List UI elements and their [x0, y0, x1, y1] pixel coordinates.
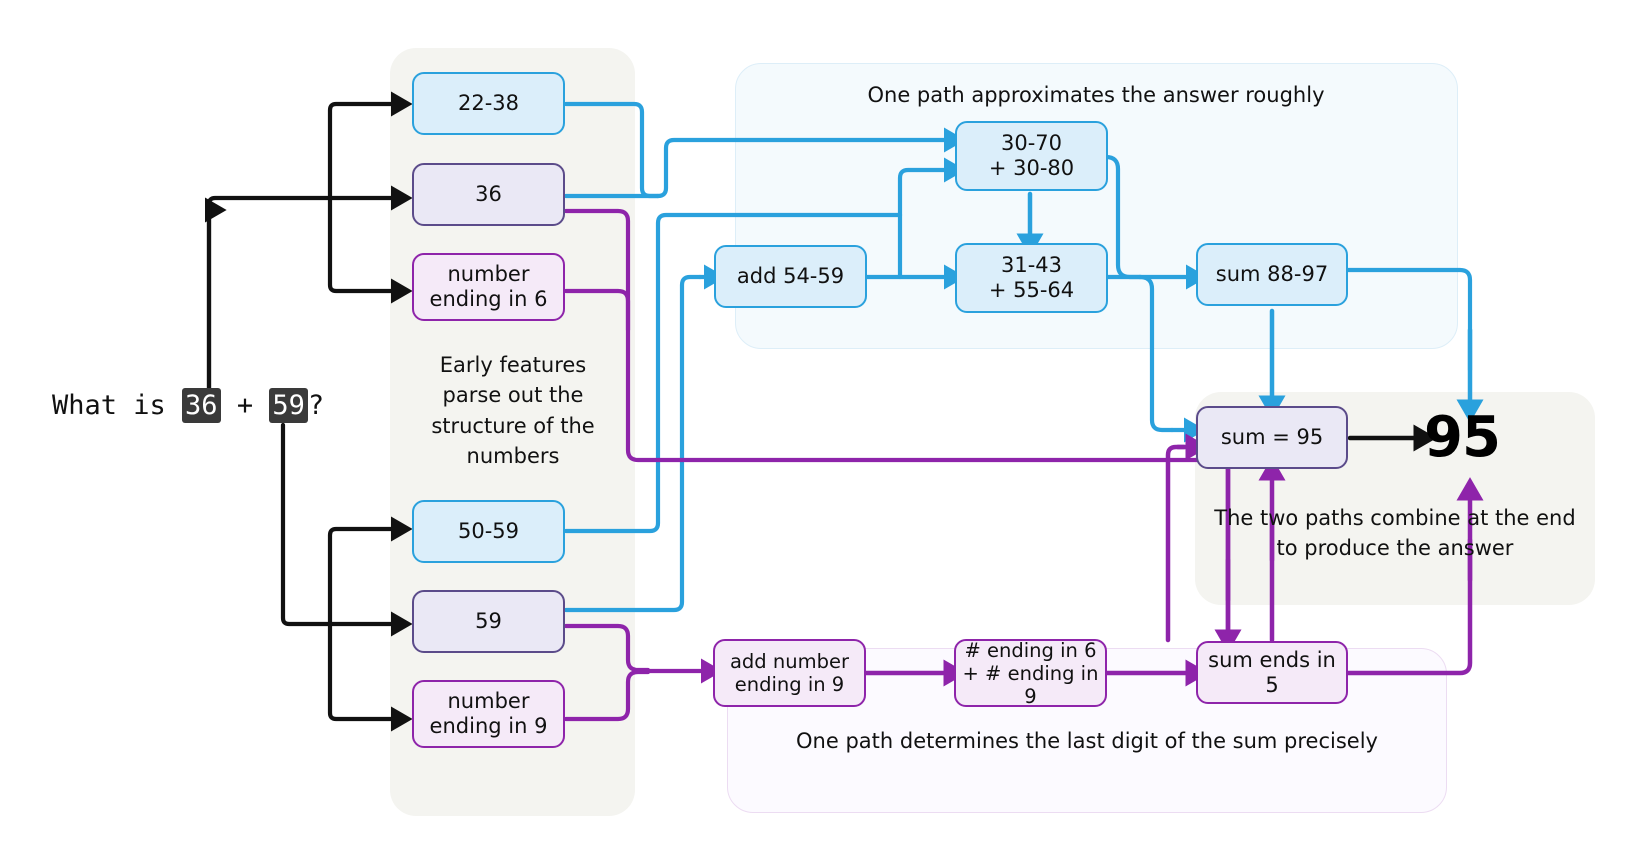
prompt-middle: +	[220, 390, 270, 421]
node-value-59[interactable]: 59	[412, 590, 565, 653]
node-value-36[interactable]: 36	[412, 163, 565, 226]
node-range-22-38[interactable]: 22-38	[412, 72, 565, 135]
node-add-54-59[interactable]: add 54-59	[714, 245, 867, 308]
caption-precise-path: One path determines the last digit of th…	[796, 729, 1378, 753]
caption-early-features: Early features parse out the structure o…	[431, 353, 595, 469]
node-sum-88-97[interactable]: sum 88-97	[1196, 243, 1348, 306]
node-label: # ending in 6 + # ending in 9	[962, 638, 1099, 708]
prompt-token-36: 36	[182, 388, 221, 423]
node-ending-6-plus-ending-9[interactable]: # ending in 6 + # ending in 9	[954, 638, 1107, 708]
caption-combine: The two paths combine at the end to prod…	[1214, 506, 1576, 561]
node-label: 30-70 + 30-80	[988, 131, 1075, 180]
node-sum-equals-95[interactable]: sum = 95	[1196, 406, 1348, 469]
node-add-number-ending-in-9[interactable]: add number ending in 9	[713, 639, 866, 707]
prompt-suffix: ?	[307, 390, 325, 421]
node-sum-ends-in-5[interactable]: sum ends in 5	[1196, 641, 1348, 704]
prompt-prefix: What is	[52, 390, 183, 421]
node-sum-31-43-plus-55-64[interactable]: 31-43 + 55-64	[955, 243, 1108, 313]
node-label: number ending in 6	[429, 262, 548, 311]
node-label: number ending in 9	[429, 689, 548, 738]
prompt-token-59: 59	[269, 388, 308, 423]
final-answer: 95	[1424, 405, 1501, 470]
node-number-ending-in-9[interactable]: number ending in 9	[412, 680, 565, 748]
caption-approximate-path: One path approximates the answer roughly	[867, 83, 1325, 107]
node-sum-30-70-plus-30-80[interactable]: 30-70 + 30-80	[955, 121, 1108, 191]
node-number-ending-in-6[interactable]: number ending in 6	[412, 253, 565, 321]
node-label: add number ending in 9	[729, 650, 849, 696]
prompt-text: What is 36 + 59?	[52, 388, 325, 423]
node-label: 31-43 + 55-64	[988, 253, 1075, 302]
node-range-50-59[interactable]: 50-59	[412, 500, 565, 563]
